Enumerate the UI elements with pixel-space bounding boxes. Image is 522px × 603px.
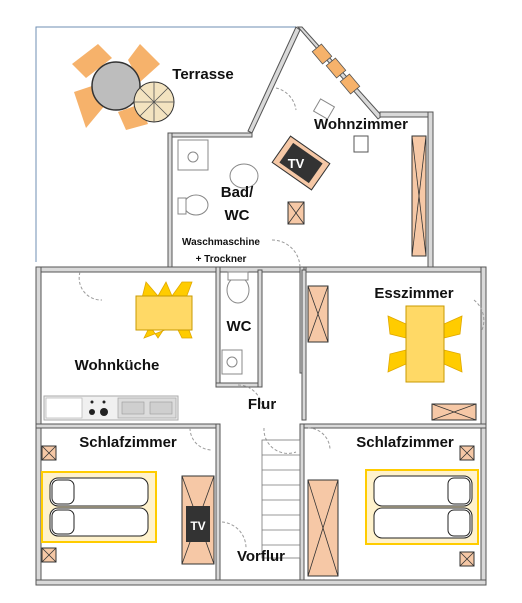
schlafzimmer-right-wardrobe — [307, 479, 339, 577]
room-label-bad-line2: WC — [225, 207, 250, 224]
kueche-dining-set — [135, 281, 193, 339]
schlafzimmer-tv-icon — [186, 506, 210, 542]
terrace-parasol-icon — [72, 44, 175, 130]
staircase — [261, 439, 301, 559]
schlafzimmer-right-bed — [365, 469, 479, 545]
wohnzimmer-tv-icon — [271, 135, 331, 191]
bad-note-trockner: + Trockner — [196, 254, 247, 265]
wc-fixtures — [221, 271, 250, 375]
room-label-esszimmer: Esszimmer — [374, 285, 453, 302]
schlafzimmer-left-bed — [41, 471, 157, 543]
bad-fixtures — [177, 139, 305, 225]
esszimmer-sideboard — [431, 403, 477, 421]
door-swings — [78, 87, 485, 549]
room-label-vorflur: Vorflur — [237, 548, 285, 565]
schlafzimmer-left-nightstands — [41, 445, 57, 563]
room-label-bad-line1: Bad/ — [221, 184, 254, 201]
room-label-wohnzimmer: Wohnzimmer — [314, 116, 408, 133]
room-label-terrasse: Terrasse — [172, 66, 233, 83]
schlafzimmer-tv-label: TV — [190, 519, 205, 533]
kitchen-counter — [43, 395, 179, 421]
bad-note-waschmaschine: Waschmaschine — [182, 237, 260, 248]
wohnzimmer-armchairs — [311, 43, 369, 153]
room-label-schlafzimmer-left: Schlafzimmer — [79, 434, 177, 451]
wohnzimmer-cabinet — [411, 135, 427, 257]
schlafzimmer-right-nightstands — [459, 445, 475, 567]
terrace-area — [35, 26, 296, 262]
room-label-schlafzimmer-right: Schlafzimmer — [356, 434, 454, 451]
wohnzimmer-tv-label: TV — [288, 156, 305, 171]
flur-cabinet — [307, 285, 329, 343]
room-label-wc: WC — [227, 318, 252, 335]
schlafzimmer-tv-cabinet — [181, 475, 215, 565]
room-label-wohnkueche: Wohnküche — [75, 357, 160, 374]
room-label-flur: Flur — [248, 396, 276, 413]
esszimmer-dining-set — [387, 305, 463, 383]
